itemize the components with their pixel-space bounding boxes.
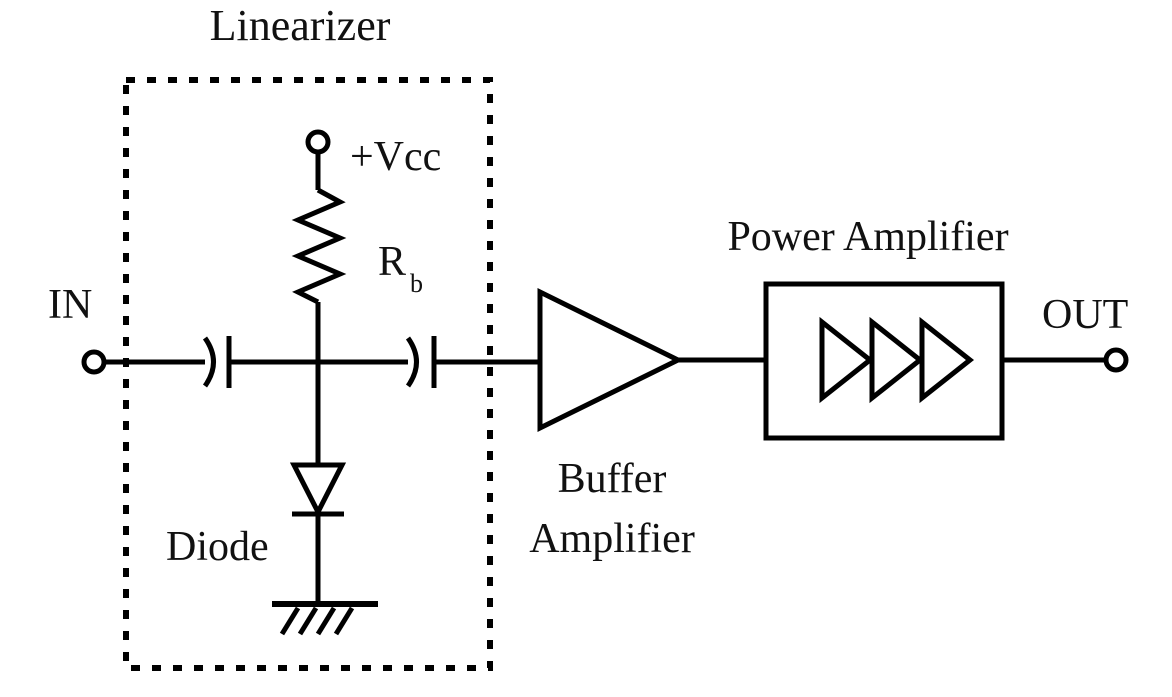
input-terminal [81,349,107,375]
diode-symbol [289,462,347,518]
ground-symbol [272,601,378,636]
linearizer-label: Linearizer [210,1,391,50]
resistor-label: R b [378,239,423,298]
bias-resistor [291,187,347,305]
vcc-label: +Vcc [350,134,441,180]
power-amplifier-label: Power Amplifier [727,214,1008,260]
resistor-label-main: R [378,239,406,285]
input-label: IN [48,282,92,328]
output-label: OUT [1042,292,1128,338]
resistor-label-subscript: b [410,269,423,298]
buffer-amplifier-symbol [537,287,684,433]
buffer-amplifier-label-line2: Amplifier [529,516,695,562]
output-capacitor [405,336,437,388]
linearizer-enclosure [123,77,493,671]
diode-label: Diode [166,524,269,570]
power-amplifier-stages [819,316,975,404]
vcc-terminal [305,129,331,155]
output-terminal [1103,347,1129,373]
buffer-amplifier-label-line1: Buffer [558,456,667,502]
input-capacitor [202,336,232,388]
